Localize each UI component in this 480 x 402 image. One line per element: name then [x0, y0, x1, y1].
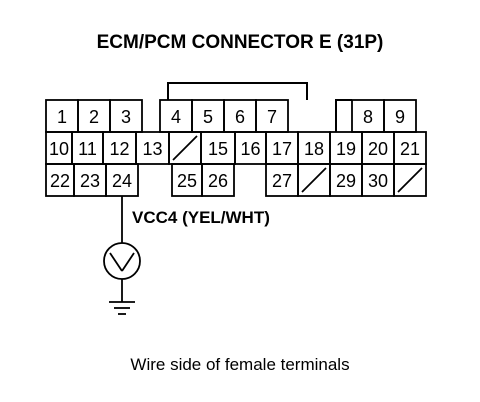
diagram-title: ECM/PCM CONNECTOR E (31P): [97, 32, 384, 53]
pin-30: 30: [368, 171, 388, 191]
pin-6: 6: [235, 107, 245, 127]
pin-23: 23: [80, 171, 100, 191]
pin-7: 7: [267, 107, 277, 127]
pin-8: 8: [363, 107, 373, 127]
pin-12: 12: [109, 139, 129, 159]
pin-29: 29: [336, 171, 356, 191]
pin-10: 10: [49, 139, 69, 159]
pin-27: 27: [272, 171, 292, 191]
pin-24: 24: [112, 171, 132, 191]
pin-19: 19: [336, 139, 356, 159]
pin-cells: [45, 99, 427, 197]
pin-5: 5: [203, 107, 213, 127]
pin-17: 17: [272, 139, 292, 159]
empty-cavity-slashes: [172, 135, 423, 193]
voltmeter-icon: [103, 242, 141, 280]
caption: Wire side of female terminals: [130, 355, 349, 374]
pin-18: 18: [304, 139, 324, 159]
pin-21: 21: [400, 139, 420, 159]
pin-16: 16: [240, 139, 260, 159]
pin-15: 15: [208, 139, 228, 159]
pin-26: 26: [208, 171, 228, 191]
pin-25: 25: [177, 171, 197, 191]
pin-numbers: 1 2 3 4 5 6 7 8 9 10 11 12 13 15 16 17 1…: [49, 107, 420, 191]
pin-3: 3: [121, 107, 131, 127]
ground-icon: [109, 301, 135, 315]
wire-label: VCC4 (YEL/WHT): [132, 208, 270, 227]
pin-9: 9: [395, 107, 405, 127]
pin-2: 2: [89, 107, 99, 127]
connector-outline: [167, 82, 352, 132]
pin-22: 22: [50, 171, 70, 191]
pin-4: 4: [171, 107, 181, 127]
pin-1: 1: [57, 107, 67, 127]
pin-20: 20: [368, 139, 388, 159]
pin-13: 13: [142, 139, 162, 159]
pin-11: 11: [78, 139, 97, 159]
